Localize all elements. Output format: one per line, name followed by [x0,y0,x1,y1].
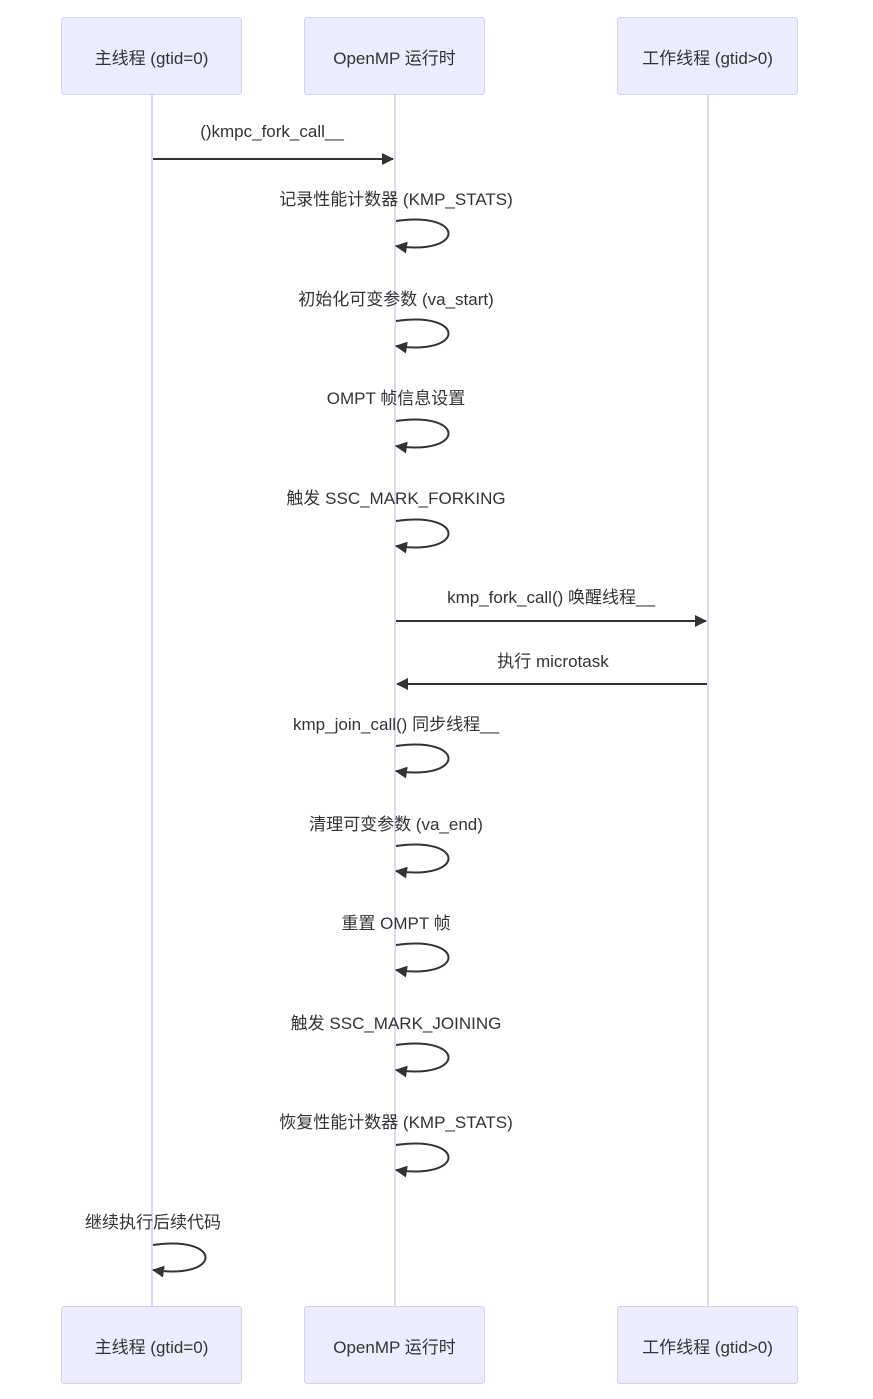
self-arrow-2 [395,318,450,354]
message-label: ()kmpc_fork_call__ [200,122,344,141]
self-arrow-10 [152,1242,207,1278]
message-label: 继续执行后续代码 [85,1213,221,1232]
actor-label: OpenMP 运行时 [333,1337,456,1357]
message-label: 触发 SSC_MARK_FORKING [286,489,506,508]
actor-label: 工作线程 (gtid>0) [642,48,773,68]
self-arrow-9 [395,1142,450,1178]
actor-label: 主线程 (gtid=0) [94,48,209,68]
actor-main-bottom: 主线程 (gtid=0) [61,1306,242,1384]
lifeline-main [151,95,153,1307]
actor-label: 工作线程 (gtid>0) [642,1337,773,1357]
actor-main-top: 主线程 (gtid=0) [61,17,242,95]
actor-worker-bottom: 工作线程 (gtid>0) [617,1306,798,1384]
self-arrow-4 [395,518,450,554]
self-arrow-6 [395,843,450,879]
actor-label: OpenMP 运行时 [333,48,456,68]
message-label: OMPT 帧信息设置 [326,389,466,408]
actor-worker-top: 工作线程 (gtid>0) [617,17,798,95]
self-arrow-5 [395,743,450,779]
lifeline-worker [707,95,709,1307]
message-label: 重置 OMPT 帧 [341,914,451,933]
self-arrow-7 [395,942,450,978]
actor-label: 主线程 (gtid=0) [94,1337,209,1357]
self-arrow-3 [395,418,450,454]
actor-runtime-bottom: OpenMP 运行时 [304,1306,485,1384]
lifeline-runtime [394,95,396,1307]
message-label: 执行 microtask [497,652,609,671]
message-label: kmp_join_call() 同步线程__ [293,715,499,734]
message-label: 恢复性能计数器 (KMP_STATS) [279,1113,513,1132]
self-arrow-8 [395,1042,450,1078]
message-label: 触发 SSC_MARK_JOINING [290,1014,502,1033]
message-label: 初始化可变参数 (va_start) [298,290,494,309]
self-arrow-1 [395,218,450,254]
message-label: kmp_fork_call() 唤醒线程__ [447,588,655,607]
message-label: 清理可变参数 (va_end) [309,815,483,834]
message-label: 记录性能计数器 (KMP_STATS) [279,190,513,209]
actor-runtime-top: OpenMP 运行时 [304,17,485,95]
